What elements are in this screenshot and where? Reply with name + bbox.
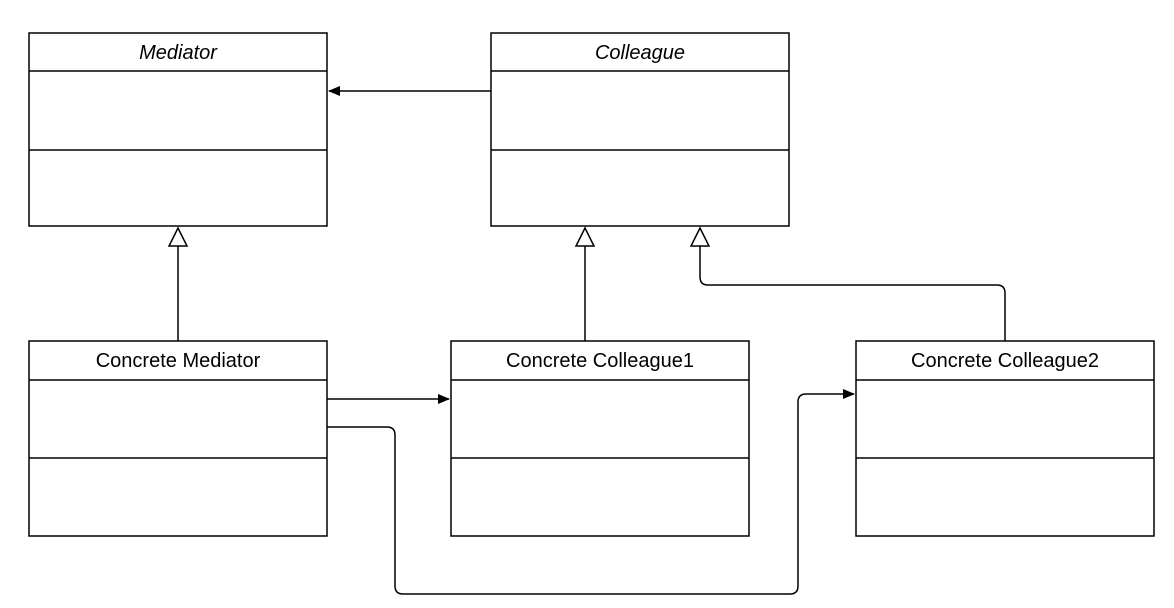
class-colleague[interactable]: Colleague bbox=[490, 32, 790, 227]
generalization-concrete-colleague1 bbox=[574, 226, 596, 341]
class-concrete-colleague1[interactable]: Concrete Colleague1 bbox=[450, 340, 750, 537]
class-concrete-colleague2[interactable]: Concrete Colleague2 bbox=[855, 340, 1155, 537]
class-name-concrete-colleague1: Concrete Colleague1 bbox=[506, 350, 694, 372]
hollow-triangle-arrowhead bbox=[574, 226, 596, 247]
class-name-mediator: Mediator bbox=[139, 42, 218, 64]
generalization-concrete-mediator bbox=[167, 226, 189, 341]
hollow-triangle-arrowhead bbox=[167, 226, 189, 247]
class-name-colleague: Colleague bbox=[595, 42, 685, 64]
class-name-concrete-mediator: Concrete Mediator bbox=[96, 350, 261, 372]
class-name-concrete-colleague2: Concrete Colleague2 bbox=[911, 350, 1099, 372]
class-concrete-mediator[interactable]: Concrete Mediator bbox=[28, 340, 328, 537]
generalization-concrete-colleague2 bbox=[689, 226, 1006, 341]
class-mediator[interactable]: Mediator bbox=[28, 32, 328, 227]
hollow-triangle-arrowhead bbox=[689, 226, 711, 247]
association-mediator-to-colleague2 bbox=[327, 389, 855, 595]
